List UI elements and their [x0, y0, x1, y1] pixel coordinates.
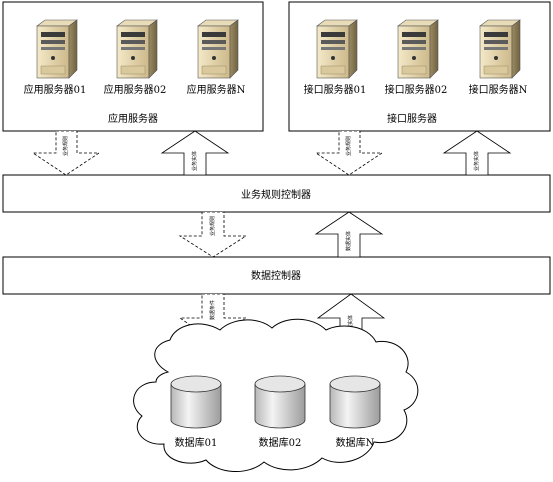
server-label-api-02: 接口服务器02 — [385, 83, 448, 96]
arrow-up-api-entities: 业务实体 — [442, 130, 512, 176]
db-label-01: 数据库01 — [175, 436, 218, 449]
servers-layer — [36, 19, 521, 79]
data-controller-bar — [2, 256, 551, 295]
server-icon-app-01 — [36, 19, 78, 79]
business-rule-controller-bar — [2, 174, 551, 213]
business-rule-controller: 业务规则控制器 — [2, 174, 551, 213]
server-labels: 应用服务器01 应用服务器02 应用服务器N 接口服务器01 接口服务器02 接… — [24, 83, 528, 96]
db-label-n: 数据库N — [336, 436, 375, 449]
arrow-down-api-rules: 业务规则 — [314, 130, 384, 176]
business-rule-controller-label: 业务规则控制器 — [241, 188, 311, 201]
server-icon-api-n — [479, 19, 521, 79]
arrow-label-db-entities: 数据实体 — [347, 315, 354, 335]
arrow-label-rules-to-data: 业务规则 — [209, 216, 216, 236]
server-label-api-01: 接口服务器01 — [304, 83, 367, 96]
data-controller-label: 数据控制器 — [251, 269, 301, 282]
api-server-group-title: 接口服务器 — [387, 112, 437, 125]
arrow-label-data-entities: 数据实体 — [345, 231, 352, 251]
server-label-api-n: 接口服务器N — [469, 83, 528, 96]
server-label-app-02: 应用服务器02 — [104, 83, 167, 96]
arrows-layer: 业务规则 业务实体 业务规则 业务实体 业务规则 数据实体 数据条件 数据实体 — [31, 130, 512, 342]
server-icon-app-n — [197, 19, 239, 79]
database-icon-n — [329, 375, 381, 429]
db-label-02: 数据库02 — [259, 436, 302, 449]
arrow-label-api-rules: 业务规则 — [345, 136, 352, 156]
arrow-down-rules-to-data: 业务规则 — [178, 211, 248, 258]
data-controller: 数据控制器 — [2, 256, 551, 295]
database-labels: 数据库01 数据库02 数据库N — [175, 436, 375, 449]
server-label-app-n: 应用服务器N — [187, 83, 246, 96]
arrow-label-data-conditions: 数据条件 — [209, 300, 216, 320]
server-icon-app-02 — [116, 19, 158, 79]
server-icon-api-02 — [397, 19, 439, 79]
arrow-up-data-entities: 数据实体 — [314, 211, 384, 258]
databases-layer — [170, 375, 381, 429]
arrow-label-api-entities: 业务实体 — [473, 151, 480, 171]
arrow-label-app-entities: 业务实体 — [191, 151, 198, 171]
app-server-group-title: 应用服务器 — [108, 112, 158, 125]
database-icon-01 — [170, 375, 222, 429]
arrow-up-app-entities: 业务实体 — [160, 130, 230, 176]
server-label-app-01: 应用服务器01 — [24, 83, 87, 96]
arrow-down-app-rules: 业务规则 — [31, 130, 101, 176]
database-icon-02 — [254, 375, 306, 429]
arrow-label-app-rules: 业务规则 — [62, 136, 69, 156]
server-icon-api-01 — [316, 19, 358, 79]
